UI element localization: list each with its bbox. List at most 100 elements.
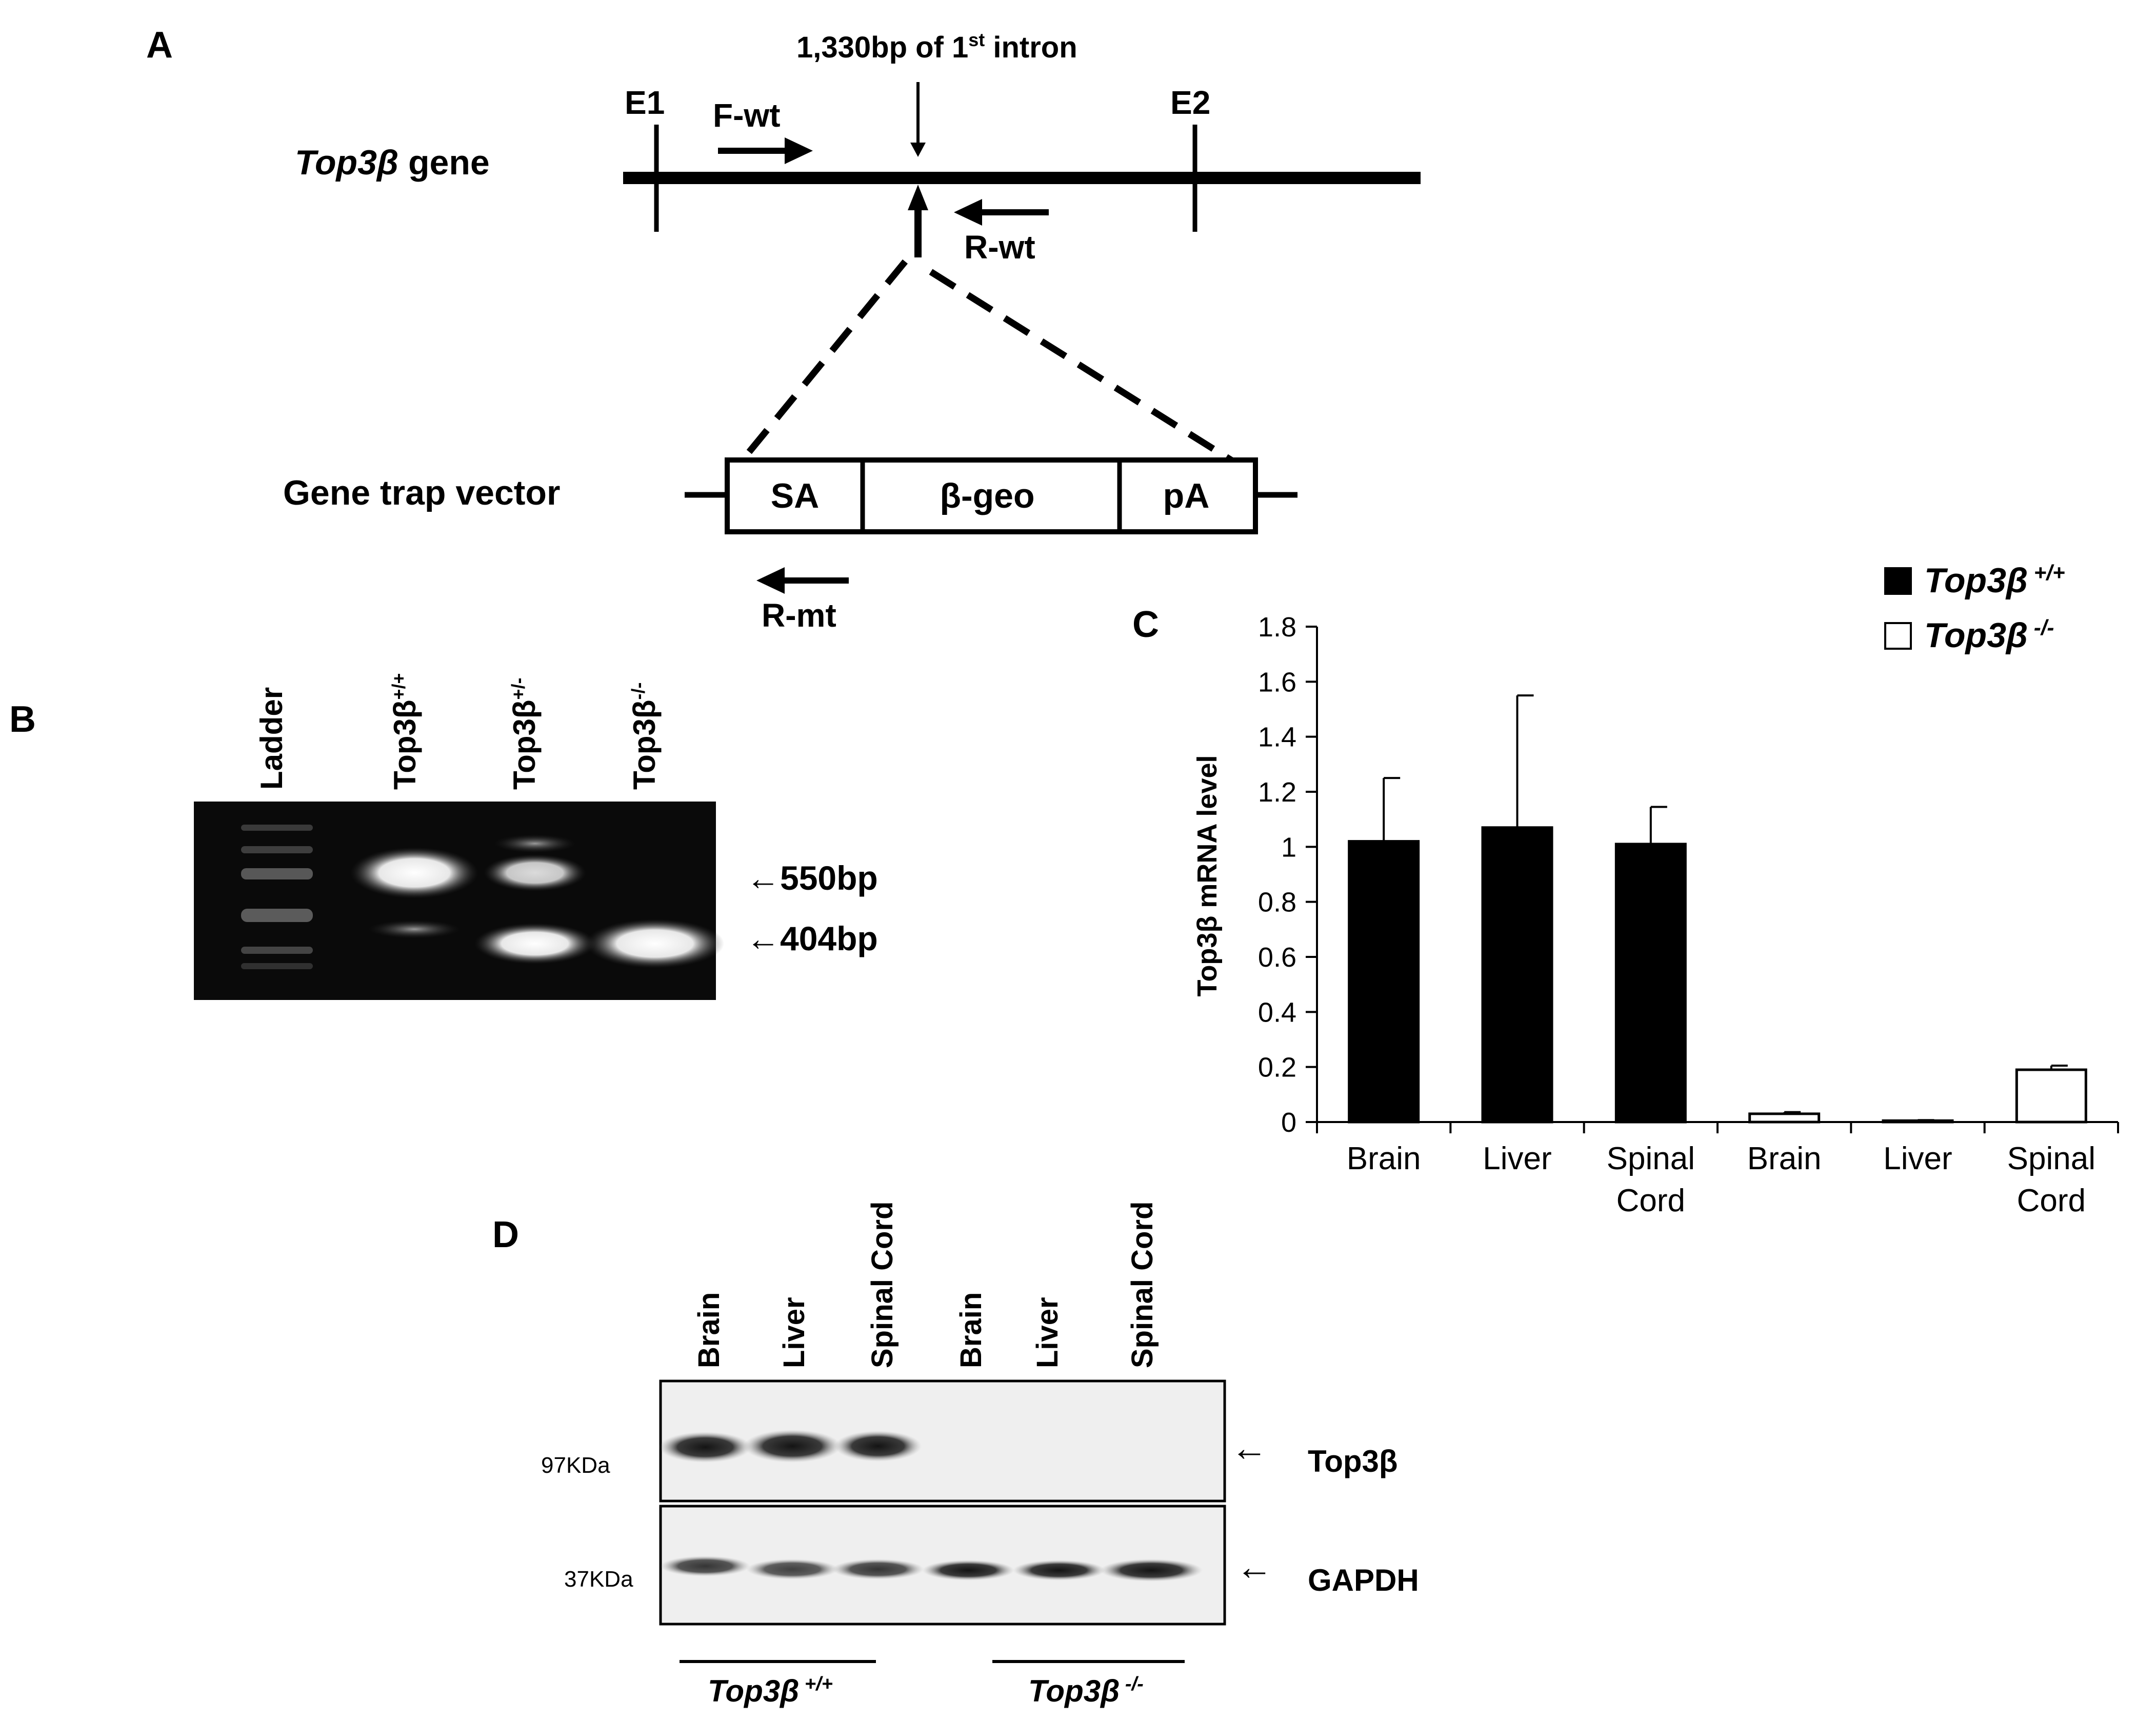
chart-bar bbox=[1748, 1112, 1821, 1124]
blot-label-top3b: Top3β bbox=[1308, 1444, 1398, 1478]
gel-band-ko-404 bbox=[586, 919, 724, 968]
blot-lane-label-3: Spinal Cord bbox=[866, 1202, 899, 1368]
blot-label-gapdh: GAPDH bbox=[1308, 1563, 1419, 1597]
blot-band-gapdh-5 bbox=[1013, 1560, 1105, 1580]
x-category-label: Liver bbox=[1883, 1141, 1952, 1176]
panel-c: C Top3β +/+ Top3β -/- Top3β mRNA level 0… bbox=[1132, 561, 2119, 1218]
blot-arrow-bottom: ← bbox=[1236, 1547, 1273, 1588]
vector-box bbox=[725, 457, 1258, 534]
y-tick-label: 0.8 bbox=[1258, 887, 1296, 918]
ladder-bands bbox=[241, 825, 313, 969]
chart-bar bbox=[1614, 843, 1687, 1124]
ladder-band bbox=[241, 846, 313, 853]
r-wt-arrow-head bbox=[954, 199, 982, 226]
legend-ko-sup: -/- bbox=[2028, 615, 2054, 639]
blot-lane-label-2: Liver bbox=[777, 1297, 811, 1368]
blot-mw-top: 97KDa bbox=[541, 1453, 610, 1478]
vector-sa: SA bbox=[771, 476, 819, 515]
x-category-label: Cord bbox=[2017, 1183, 2086, 1218]
gel-band-het-404 bbox=[474, 923, 595, 964]
blot-lane-label-6: Spinal Cord bbox=[1126, 1202, 1159, 1368]
gel-lane-label-het: Top3β+/- bbox=[507, 677, 542, 790]
legend-label-wt: Top3β +/+ bbox=[1924, 561, 2065, 600]
blot-band-gapdh-3 bbox=[832, 1559, 924, 1579]
gel-lane-name-1: Ladder bbox=[254, 687, 289, 790]
intron-label-main: 1,330bp of 1 bbox=[796, 31, 968, 64]
x-category-label: Brain bbox=[1747, 1141, 1822, 1176]
group-wt-sup: +/+ bbox=[799, 1673, 833, 1695]
x-category-label: Brain bbox=[1347, 1141, 1421, 1176]
f-wt-arrow-head bbox=[785, 137, 813, 164]
x-category-label: Spinal bbox=[1607, 1141, 1695, 1176]
blot-lane-label-5: Liver bbox=[1031, 1297, 1064, 1368]
legend-wt-name: Top3β bbox=[1924, 561, 2028, 600]
y-tick-label: 1.2 bbox=[1258, 777, 1296, 808]
r-wt-label: R-wt bbox=[964, 229, 1035, 266]
blot-band-top3b-liver bbox=[744, 1430, 841, 1463]
panel-d: D Brain Liver Spinal Cord Brain Liver Sp… bbox=[492, 1202, 1419, 1708]
gel-lane-label-ladder: Ladder bbox=[254, 687, 289, 790]
panel-b-letter: B bbox=[9, 699, 36, 740]
y-tick-label: 0 bbox=[1281, 1107, 1296, 1138]
gel-lane-label-ko: Top3β-/- bbox=[627, 683, 662, 790]
chart-bar bbox=[1481, 826, 1553, 1124]
gel-image bbox=[194, 802, 716, 1000]
y-tick-label: 0.4 bbox=[1258, 997, 1296, 1028]
intron-label-sup: st bbox=[968, 29, 985, 50]
intron-label: 1,330bp of 1st intron bbox=[796, 29, 1077, 64]
gel-band-wt-550 bbox=[350, 847, 478, 898]
y-tick-label: 1.4 bbox=[1258, 722, 1296, 753]
blot-band-top3b-spinal bbox=[834, 1431, 922, 1462]
group-label-ko: Top3β -/- bbox=[1028, 1673, 1144, 1708]
insertion-arrow-head bbox=[908, 185, 928, 210]
blot-band-gapdh-1 bbox=[660, 1556, 750, 1576]
intron-arrow-head bbox=[910, 143, 926, 157]
blot-lane-label-1: Brain bbox=[692, 1292, 726, 1368]
legend-wt-sup: +/+ bbox=[2028, 561, 2065, 585]
y-tick-label: 1.6 bbox=[1258, 667, 1296, 697]
vector-bgeo: β-geo bbox=[940, 476, 1034, 515]
vector-label: Gene trap vector bbox=[283, 473, 560, 512]
vector-pa: pA bbox=[1163, 476, 1210, 515]
ladder-band bbox=[241, 947, 313, 954]
r-mt-label: R-mt bbox=[762, 597, 836, 634]
gel-marker-550: ←550bp bbox=[746, 859, 878, 897]
gel-lane-name-2: Top3β bbox=[388, 700, 422, 790]
group-label-wt: Top3β +/+ bbox=[708, 1673, 833, 1708]
expansion-dash-right bbox=[929, 269, 1256, 477]
gel-lane-sup-2: +/+ bbox=[388, 673, 409, 699]
group-ko-name: Top3β bbox=[1028, 1674, 1120, 1708]
panel-c-letter: C bbox=[1132, 604, 1159, 645]
x-category-label: Liver bbox=[1483, 1141, 1551, 1176]
chart-legend: Top3β +/+ Top3β -/- bbox=[1884, 561, 2065, 655]
gel-lane-sup-4: -/- bbox=[628, 683, 649, 700]
y-tick-label: 1 bbox=[1281, 832, 1296, 863]
blot-band-top3b-brain bbox=[659, 1432, 751, 1463]
blot-arrow-top: ← bbox=[1231, 1428, 1268, 1469]
intron-label-tail: intron bbox=[985, 31, 1077, 64]
gene-word: gene bbox=[398, 143, 490, 182]
gel-lane-sup-3: +/- bbox=[508, 677, 529, 699]
y-tick-label: 0.6 bbox=[1258, 942, 1296, 973]
gel-marker-404: ←404bp bbox=[746, 919, 878, 957]
chart-ylabel: Top3β mRNA level bbox=[1192, 755, 1223, 996]
gel-band-het-550 bbox=[484, 854, 586, 891]
legend-label-ko: Top3β -/- bbox=[1924, 615, 2054, 655]
group-ko-sup: -/- bbox=[1120, 1673, 1143, 1695]
x-category-label: Cord bbox=[1616, 1183, 1685, 1218]
gel-band-het-upper bbox=[494, 834, 576, 853]
gel-band-wt-faint bbox=[368, 920, 461, 938]
gel-lane-label-wt: Top3β+/+ bbox=[388, 673, 422, 790]
ladder-band bbox=[241, 963, 313, 969]
gene-name: Top3β bbox=[295, 143, 398, 182]
blot-mw-bottom: 37KDa bbox=[564, 1567, 633, 1592]
group-wt-name: Top3β bbox=[708, 1674, 799, 1708]
ladder-band bbox=[241, 909, 313, 922]
blot-band-gapdh-4 bbox=[922, 1560, 1014, 1580]
gene-label: Top3β gene bbox=[295, 143, 490, 182]
y-tick-label: 0.2 bbox=[1258, 1052, 1296, 1083]
exon1-label: E1 bbox=[625, 84, 665, 121]
y-tick-label: 1.8 bbox=[1258, 612, 1296, 643]
